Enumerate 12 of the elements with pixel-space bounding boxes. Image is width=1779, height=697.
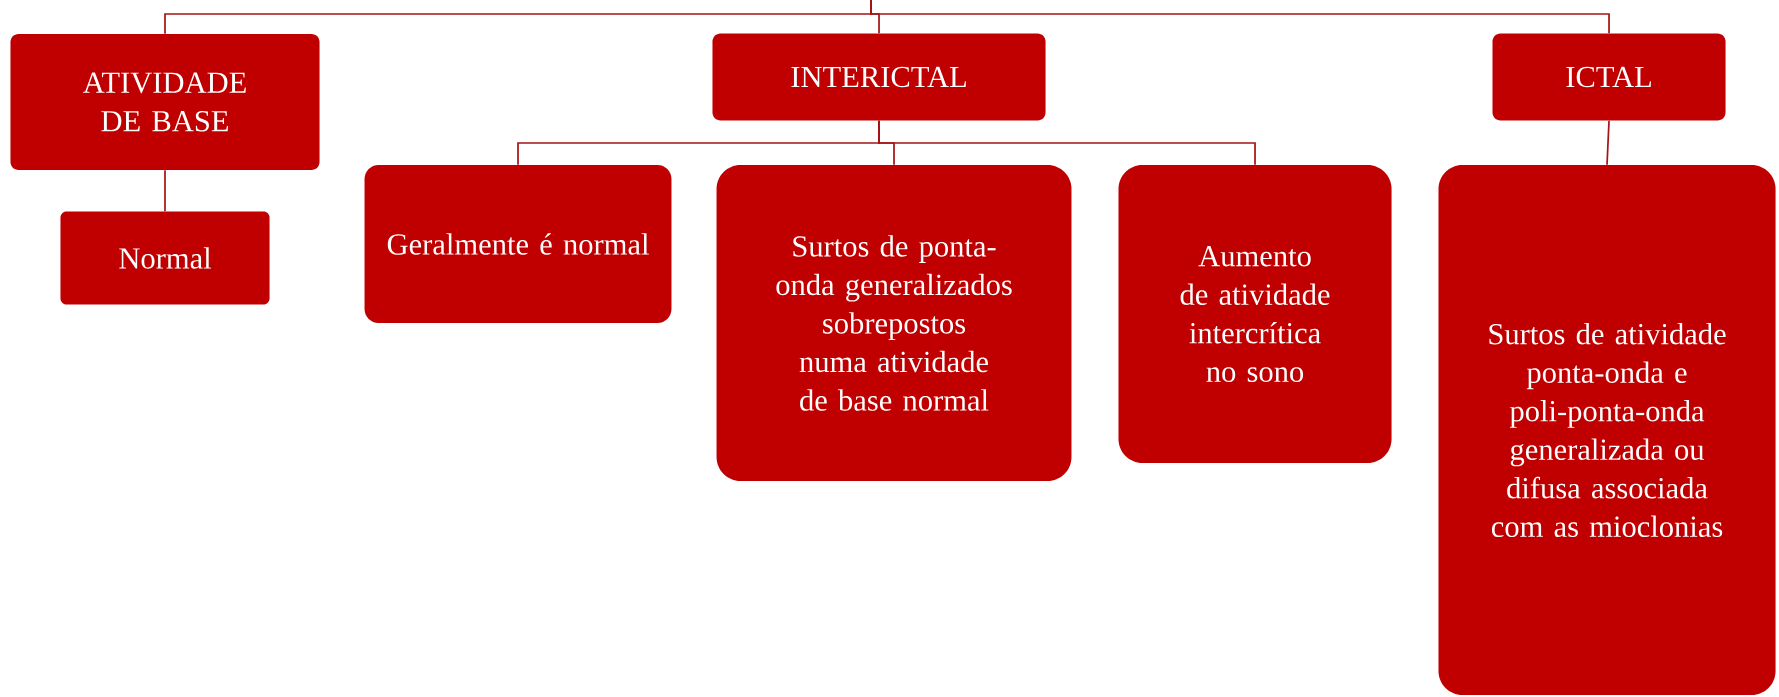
category-box: ICTAL	[1492, 33, 1726, 121]
category-box: ATIVIDADE DE BASE	[10, 34, 320, 170]
category-box: Surtos de atividade ponta-onda e poli-ponta-onda generalizada ou difusa associada com as mioclonias	[1438, 165, 1776, 695]
category-box: Aumento de atividade intercrítica no sono	[1118, 165, 1392, 463]
connector-line	[1606, 119, 1610, 166]
category-box: Geralmente é normal	[364, 165, 672, 323]
category-box: INTERICTAL	[712, 33, 1046, 121]
connector-line	[164, 169, 166, 213]
connector-line	[870, 0, 1610, 35]
category-box: Normal	[60, 211, 270, 305]
category-box: Surtos de ponta-onda generalizados sobrepostos numa atividade de base normal	[716, 165, 1072, 481]
connector-line	[878, 119, 1256, 166]
